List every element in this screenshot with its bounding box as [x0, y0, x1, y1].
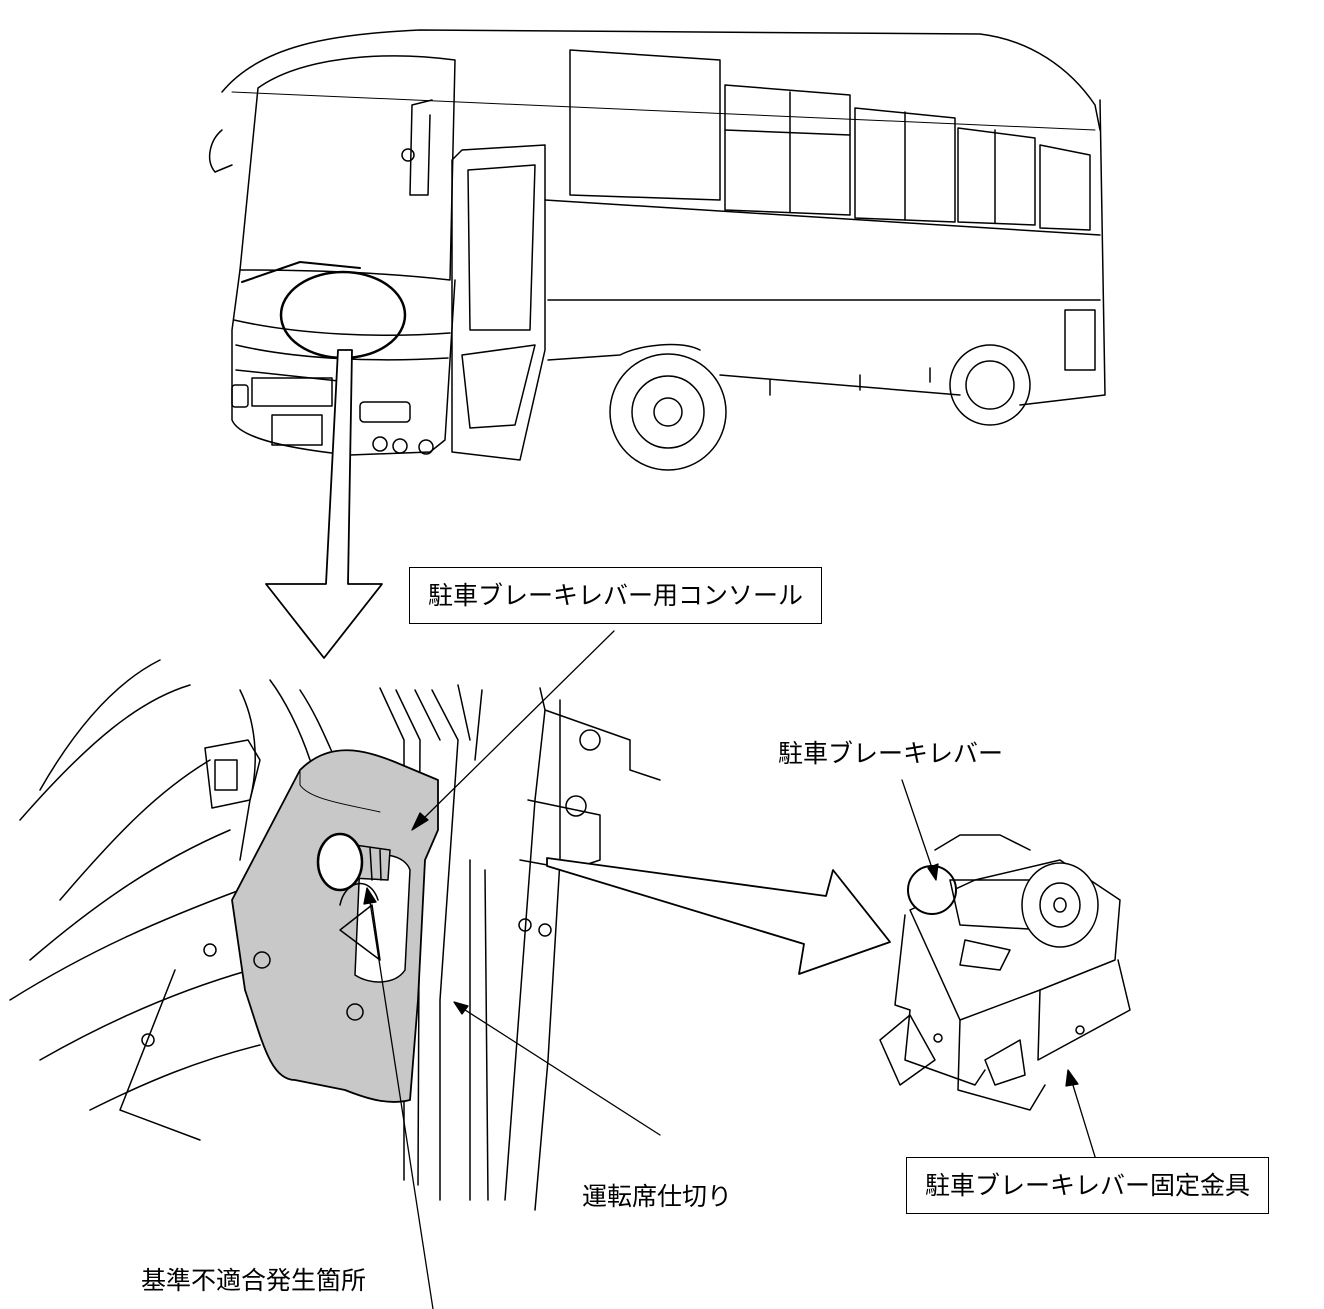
console-label: 駐車ブレーキレバー用コンソール	[409, 567, 823, 624]
partition-label: 運転席仕切り	[582, 1182, 733, 1211]
bus-door	[451, 144, 546, 461]
driver-partition	[504, 687, 546, 1201]
bus-illustration	[208, 29, 1106, 471]
rear-wheel	[949, 344, 1031, 426]
lever-knob	[316, 832, 391, 892]
right-arrow	[546, 857, 891, 975]
mirror-right	[409, 99, 433, 196]
brake-lever-console	[231, 749, 439, 1103]
highlight-ellipse	[279, 270, 407, 360]
side-windows	[569, 49, 721, 201]
down-arrow	[265, 349, 383, 659]
bracket-label: 駐車ブレーキレバー固定金具	[906, 1157, 1270, 1214]
lever-label: 駐車ブレーキレバー	[778, 739, 1004, 768]
console-area	[9, 659, 661, 1211]
leader-arrows	[363, 630, 1097, 1309]
front-wheel	[609, 353, 727, 471]
windshield	[239, 55, 456, 281]
buckle	[204, 739, 261, 809]
defect-location-label: 基準不適合発生箇所	[141, 1266, 367, 1295]
mirror-left	[208, 129, 233, 173]
lever-bracket-illustration	[879, 834, 1131, 1111]
